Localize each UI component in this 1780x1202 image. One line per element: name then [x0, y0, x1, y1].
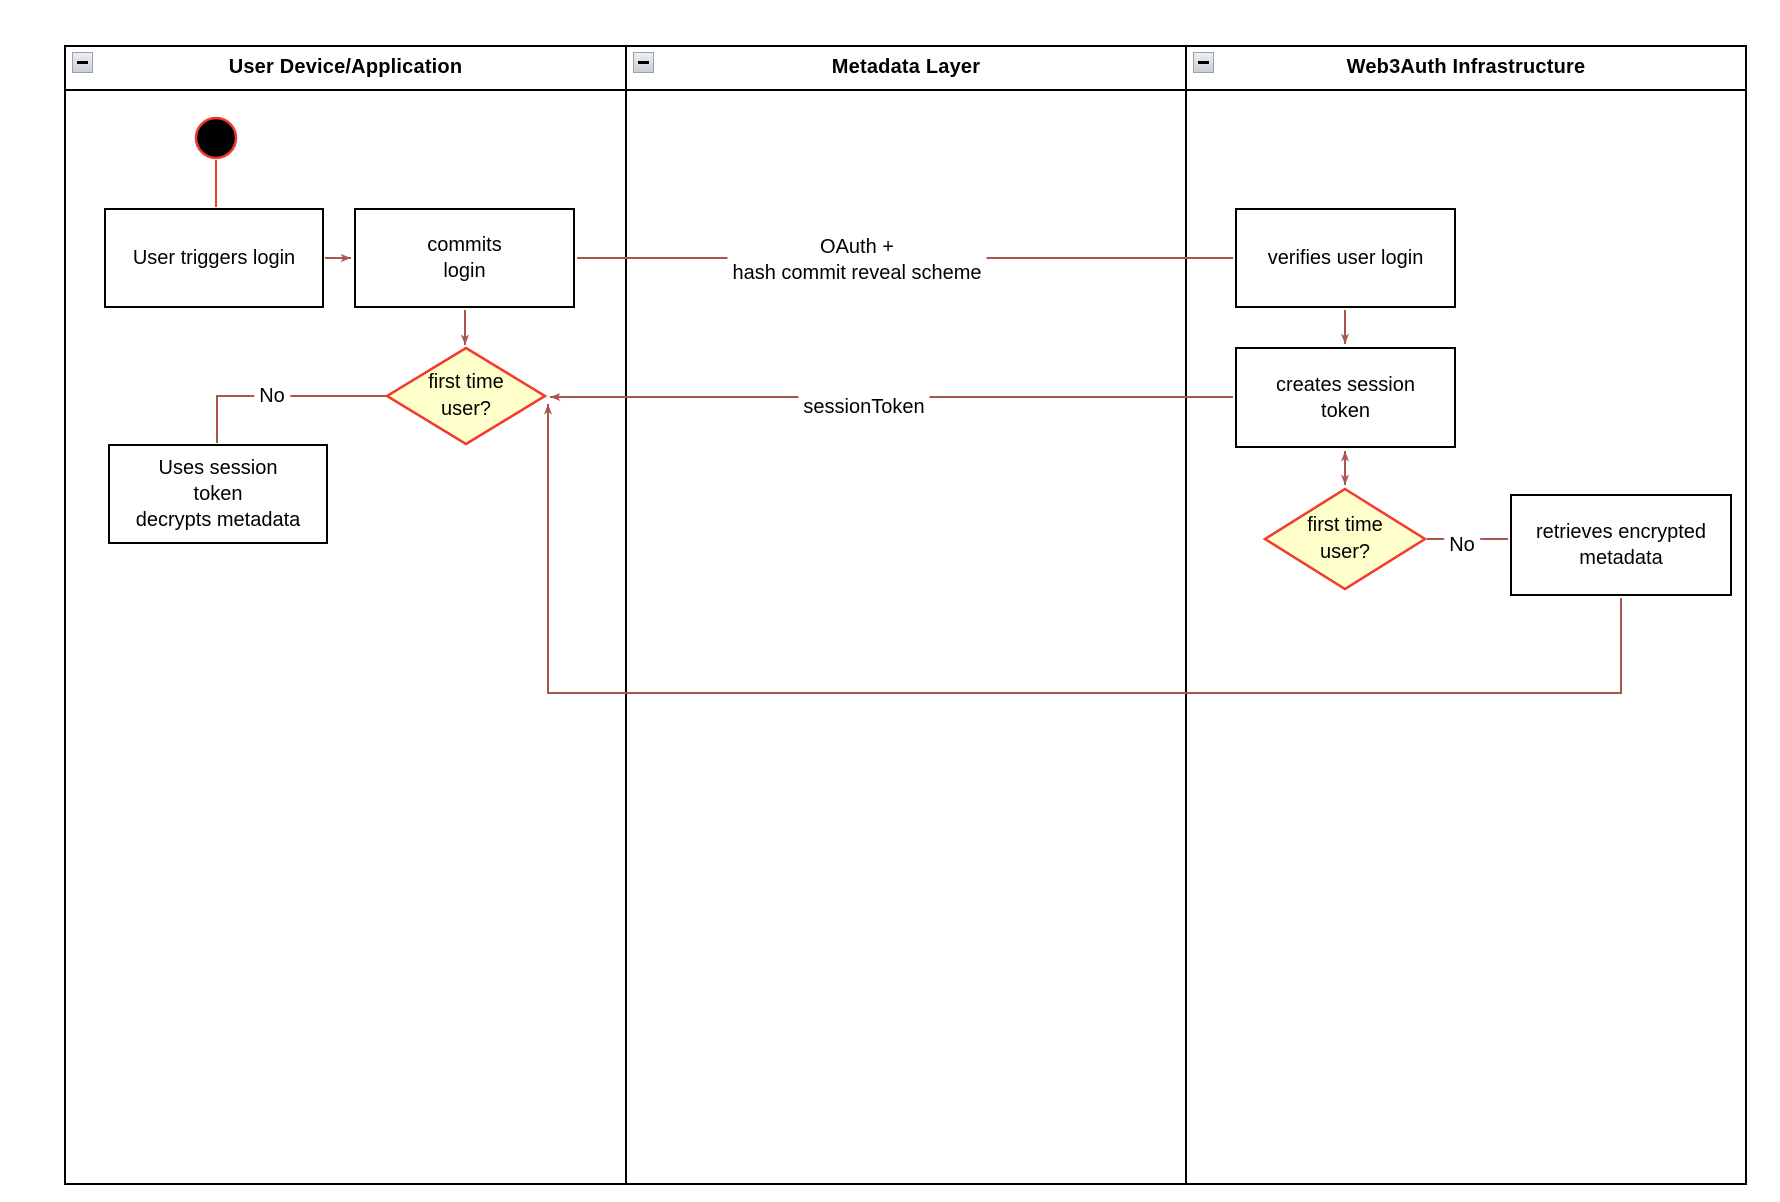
decision-label-first-time-user-device: first time user? — [386, 369, 546, 423]
edge-no-to-uses-session — [216, 395, 387, 443]
node-verifies-user-login[interactable]: verifies user login — [1235, 208, 1456, 308]
decision-label-line: user? — [1319, 541, 1371, 563]
lane-title-user-device: User Device/Application — [228, 55, 463, 78]
node-label: token — [193, 483, 243, 505]
swimlane-pool — [64, 45, 1747, 1185]
node-label: creates session — [1276, 373, 1415, 396]
lane-header-underline — [64, 89, 1747, 91]
edge-label-oauth: OAuth + hash commit reveal scheme — [727, 234, 987, 286]
node-label: commits — [427, 234, 502, 256]
edge-label-no-infra: No — [1444, 532, 1480, 558]
decision-first-time-user-infra[interactable] — [1262, 487, 1428, 591]
initial-node[interactable] — [194, 116, 238, 160]
collapse-lane-minus-icon[interactable] — [633, 52, 654, 73]
lane-title-metadata-layer: Metadata Layer — [831, 55, 981, 78]
node-commits-login[interactable]: commits login — [354, 208, 575, 308]
edge-label-session-token: sessionToken — [798, 394, 930, 420]
node-user-triggers-login[interactable]: User triggers login — [104, 208, 324, 308]
node-label: verifies user login — [1267, 247, 1424, 269]
node-label: retrieves encrypted — [1535, 521, 1707, 543]
lane-divider-1 — [625, 45, 627, 1185]
edge-label-line: OAuth + — [820, 236, 894, 258]
lane-title-web3auth: Web3Auth Infrastructure — [1346, 55, 1586, 78]
decision-label-line: first time — [428, 371, 504, 393]
edge-retrieves-to-decision-feedback — [543, 404, 1622, 694]
node-label: decrypts metadata — [135, 509, 301, 531]
collapse-lane-minus-icon[interactable] — [72, 52, 93, 73]
decision-label-line: first time — [1307, 514, 1383, 536]
decision-label-line: user? — [440, 398, 492, 420]
node-retrieves-encrypted-metadata[interactable]: retrieves encrypted metadata — [1510, 494, 1732, 596]
node-creates-session-token[interactable]: creates session token — [1235, 347, 1456, 448]
node-label: Uses session — [158, 457, 278, 479]
node-label: login — [443, 260, 486, 282]
node-label: metadata — [1579, 547, 1663, 569]
edge-label-line: hash commit reveal scheme — [732, 262, 982, 284]
decision-first-time-user-device[interactable] — [384, 346, 548, 446]
node-label: User triggers login — [132, 247, 296, 269]
node-uses-session-token[interactable]: Uses session token decrypts metadata — [108, 444, 328, 544]
node-label: token — [1321, 399, 1370, 422]
edge-label-no-device: No — [254, 383, 290, 409]
collapse-lane-minus-icon[interactable] — [1193, 52, 1214, 73]
lane-divider-2 — [1185, 45, 1187, 1185]
decision-label-first-time-user-infra: first time user? — [1265, 512, 1425, 566]
